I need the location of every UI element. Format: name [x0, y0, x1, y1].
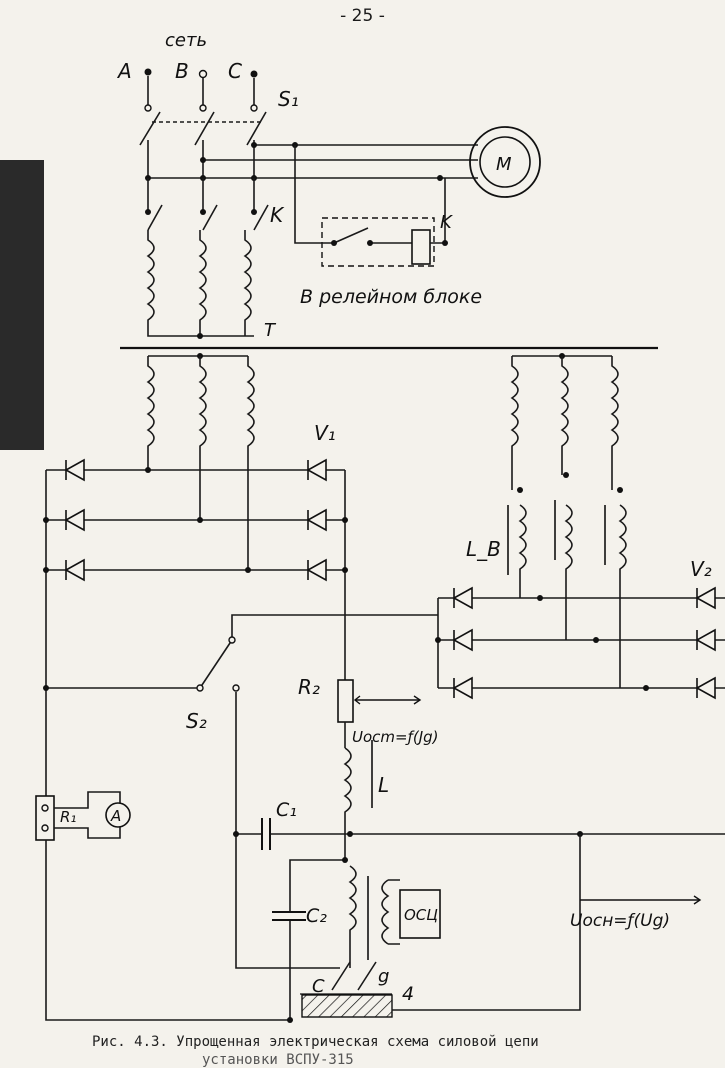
inductor-l: [343, 740, 373, 834]
switch-s1: [139, 111, 267, 150]
label-u-voltage: Uосн=ƒ(Ug): [570, 911, 670, 931]
label-phase-c: C: [228, 59, 242, 83]
label-contactor: K: [270, 203, 285, 227]
transformer-secondary: [146, 353, 255, 570]
choke-lb: [507, 353, 627, 688]
label-gap: g: [378, 966, 389, 987]
caption-line-2: установки ВСПУ-315: [202, 1052, 354, 1068]
page-number: - 25 -: [340, 6, 385, 26]
contactor-k: [145, 178, 269, 231]
label-relay-block: В релейном блоке: [300, 286, 482, 308]
label-phase-b: B: [175, 59, 189, 83]
caption-line-1: Рис. 4.3. Упрощенная электрическая схема…: [92, 1034, 539, 1050]
rectifier-v1: [43, 458, 348, 820]
capacitor-c2: [272, 834, 348, 1020]
label-electrode: C: [312, 976, 325, 997]
phase-terminals: [144, 68, 258, 112]
rectifier-v2: [435, 586, 725, 700]
label-relay-coil: K: [440, 212, 453, 233]
label-u-feedback: Uосm=ƒ(Jg): [352, 728, 439, 746]
label-workpiece: 4: [402, 983, 414, 1005]
shunt-r1: [35, 791, 293, 1023]
label-capacitor-c2: C₂: [306, 905, 327, 927]
label-grid: сеть: [165, 30, 207, 51]
label-capacitor-c1: C₁: [276, 799, 297, 821]
label-switch-s2: S₂: [186, 709, 207, 733]
label-rectifier-v2: V₂: [690, 557, 712, 581]
scan-edge-artifact: [0, 160, 44, 450]
label-motor: M: [496, 154, 512, 175]
label-resistor-r2: R₂: [298, 675, 320, 699]
label-switch-s1: S₁: [278, 87, 299, 111]
label-transformer: T: [264, 320, 277, 341]
label-choke-lb: L_B: [466, 537, 501, 561]
label-phase-a: A: [116, 59, 132, 83]
motor-m: [469, 126, 541, 198]
label-oscillator: ОСЦ: [404, 906, 438, 924]
capacitor-c1: [233, 818, 725, 1011]
figure-caption: Рис. 4.3. Упрощенная электрическая схема…: [92, 1034, 722, 1068]
label-inductor-l: L: [378, 773, 389, 797]
switch-s2: [43, 614, 438, 969]
oscillator-transformer: [348, 865, 441, 968]
label-ammeter: A: [110, 807, 121, 825]
resistor-r2: [337, 672, 422, 748]
transformer-primary: [120, 230, 658, 350]
motor-bus: [145, 142, 478, 181]
relay-block: [294, 145, 448, 267]
electrode-gap: [300, 961, 430, 1018]
label-rectifier-v1: V₁: [314, 421, 336, 445]
label-shunt-r1: R₁: [60, 808, 76, 826]
